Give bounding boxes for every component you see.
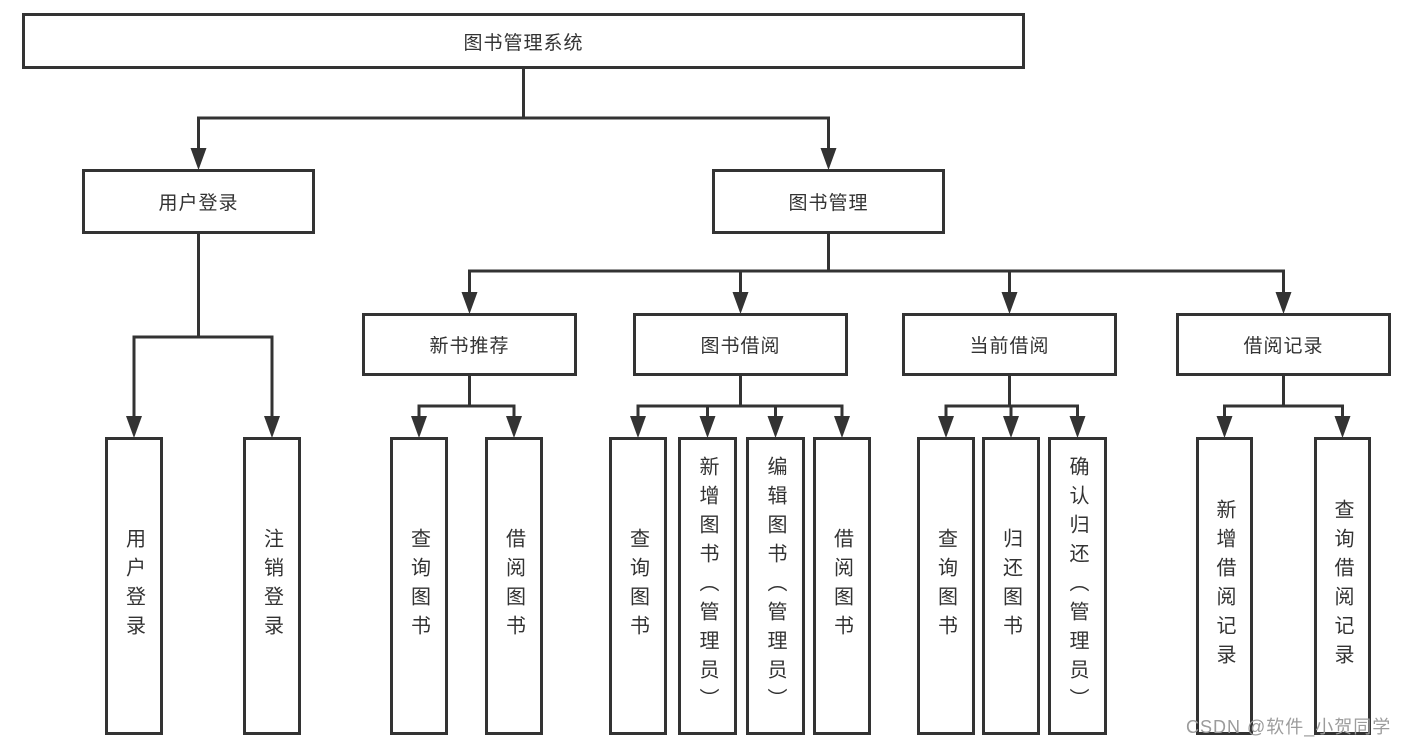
node-label: 查询借阅记录 <box>1331 499 1353 673</box>
node-book-borrow: 图书借阅 <box>633 313 848 376</box>
node-label: 借阅图书 <box>830 528 853 644</box>
node-label: 查询图书 <box>626 528 649 644</box>
node-leaf-borrow-books-recommend: 借阅图书 <box>485 437 543 735</box>
node-new-book-recommend: 新书推荐 <box>362 313 577 376</box>
node-leaf-user-login: 用户登录 <box>105 437 163 735</box>
node-leaf-query-borrow-record: 查询借阅记录 <box>1314 437 1371 735</box>
node-leaf-add-books-admin: 新增图书（管理员） <box>678 437 737 735</box>
csdn-watermark: CSDN @软件_小贺同学 <box>1186 717 1392 737</box>
node-leaf-confirm-return-admin: 确认归还（管理员） <box>1048 437 1107 735</box>
node-label: 确认归还（管理员） <box>1066 455 1088 717</box>
node-leaf-logout: 注销登录 <box>243 437 301 735</box>
node-label: 用户登录 <box>122 528 145 644</box>
node-leaf-query-books-borrow: 查询图书 <box>609 437 667 735</box>
node-user-login: 用户登录 <box>82 169 315 234</box>
node-label: 借阅记录 <box>1243 336 1324 357</box>
node-label: 新书推荐 <box>429 336 510 357</box>
node-label: 查询图书 <box>407 528 430 644</box>
node-leaf-return-books: 归还图书 <box>982 437 1040 735</box>
node-leaf-edit-books-admin: 编辑图书（管理员） <box>746 437 805 735</box>
node-leaf-add-borrow-record: 新增借阅记录 <box>1196 437 1253 735</box>
node-label: 借阅图书 <box>502 528 525 644</box>
node-label: 用户登录 <box>158 193 239 214</box>
node-label: 编辑图书（管理员） <box>764 455 786 717</box>
node-label: 图书借阅 <box>700 336 781 357</box>
node-label: 新增借阅记录 <box>1213 499 1235 673</box>
node-book-management: 图书管理 <box>712 169 945 234</box>
node-borrow-records: 借阅记录 <box>1176 313 1391 376</box>
node-label: 当前借阅 <box>969 336 1050 357</box>
node-leaf-borrow-books: 借阅图书 <box>813 437 871 735</box>
node-label: 新增图书（管理员） <box>696 455 718 717</box>
node-label: 查询图书 <box>934 528 957 644</box>
node-label: 图书管理系统 <box>463 32 584 54</box>
node-current-borrow: 当前借阅 <box>902 313 1117 376</box>
node-label: 归还图书 <box>999 528 1022 644</box>
node-label: 图书管理 <box>788 193 869 214</box>
node-leaf-query-books-recommend: 查询图书 <box>390 437 448 735</box>
node-library-management-system: 图书管理系统 <box>22 13 1025 69</box>
node-leaf-query-books-current: 查询图书 <box>917 437 975 735</box>
node-label: 注销登录 <box>260 528 283 644</box>
